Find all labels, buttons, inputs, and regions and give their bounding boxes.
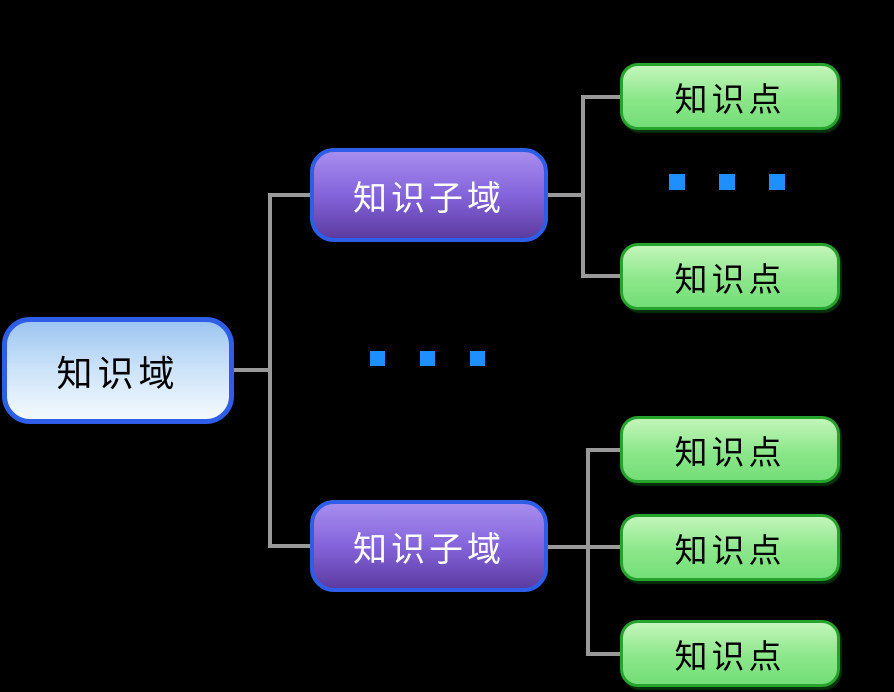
connector-subdomain-top-to-trunk bbox=[548, 193, 585, 197]
node-knowledge-domain: 知识域 bbox=[2, 317, 234, 424]
node-knowledge-point-1-label: 知识点 bbox=[674, 79, 786, 119]
node-knowledge-point-2: 知识点 bbox=[620, 243, 840, 310]
connector-top-right-trunk bbox=[581, 95, 585, 278]
connector-trunk-to-subdomain-bottom bbox=[268, 544, 310, 548]
connector-subdomain-bottom-to-point-4 bbox=[548, 545, 620, 549]
connector-trunk-to-subdomain-top bbox=[268, 193, 310, 197]
connector-bottom-right-trunk bbox=[586, 448, 590, 656]
ellipsis-square-icon bbox=[470, 351, 485, 366]
node-knowledge-point-4-label: 知识点 bbox=[674, 530, 786, 570]
node-knowledge-subdomain-bottom: 知识子域 bbox=[310, 500, 548, 592]
connector-to-point-3 bbox=[586, 448, 620, 452]
node-knowledge-domain-label: 知识域 bbox=[56, 353, 180, 395]
node-knowledge-point-5: 知识点 bbox=[620, 620, 840, 687]
connector-to-point-5 bbox=[586, 652, 620, 656]
node-knowledge-subdomain-top: 知识子域 bbox=[310, 148, 548, 242]
node-knowledge-point-1: 知识点 bbox=[620, 63, 840, 130]
ellipsis-square-icon bbox=[669, 174, 685, 190]
node-knowledge-point-3: 知识点 bbox=[620, 416, 840, 483]
ellipsis-square-icon bbox=[769, 174, 785, 190]
ellipsis-square-icon bbox=[370, 351, 385, 366]
node-knowledge-point-4: 知识点 bbox=[620, 514, 840, 581]
node-knowledge-point-5-label: 知识点 bbox=[674, 636, 786, 676]
node-knowledge-point-3-label: 知识点 bbox=[674, 432, 786, 472]
connector-left-trunk bbox=[268, 193, 272, 548]
connector-root-to-trunk bbox=[234, 368, 272, 372]
connector-to-point-1 bbox=[581, 95, 620, 99]
ellipsis-square-icon bbox=[719, 174, 735, 190]
node-knowledge-subdomain-bottom-label: 知识子域 bbox=[353, 529, 505, 570]
connector-to-point-2 bbox=[581, 274, 620, 278]
node-knowledge-subdomain-top-label: 知识子域 bbox=[353, 178, 505, 219]
node-knowledge-point-2-label: 知识点 bbox=[674, 259, 786, 299]
ellipsis-square-icon bbox=[420, 351, 435, 366]
